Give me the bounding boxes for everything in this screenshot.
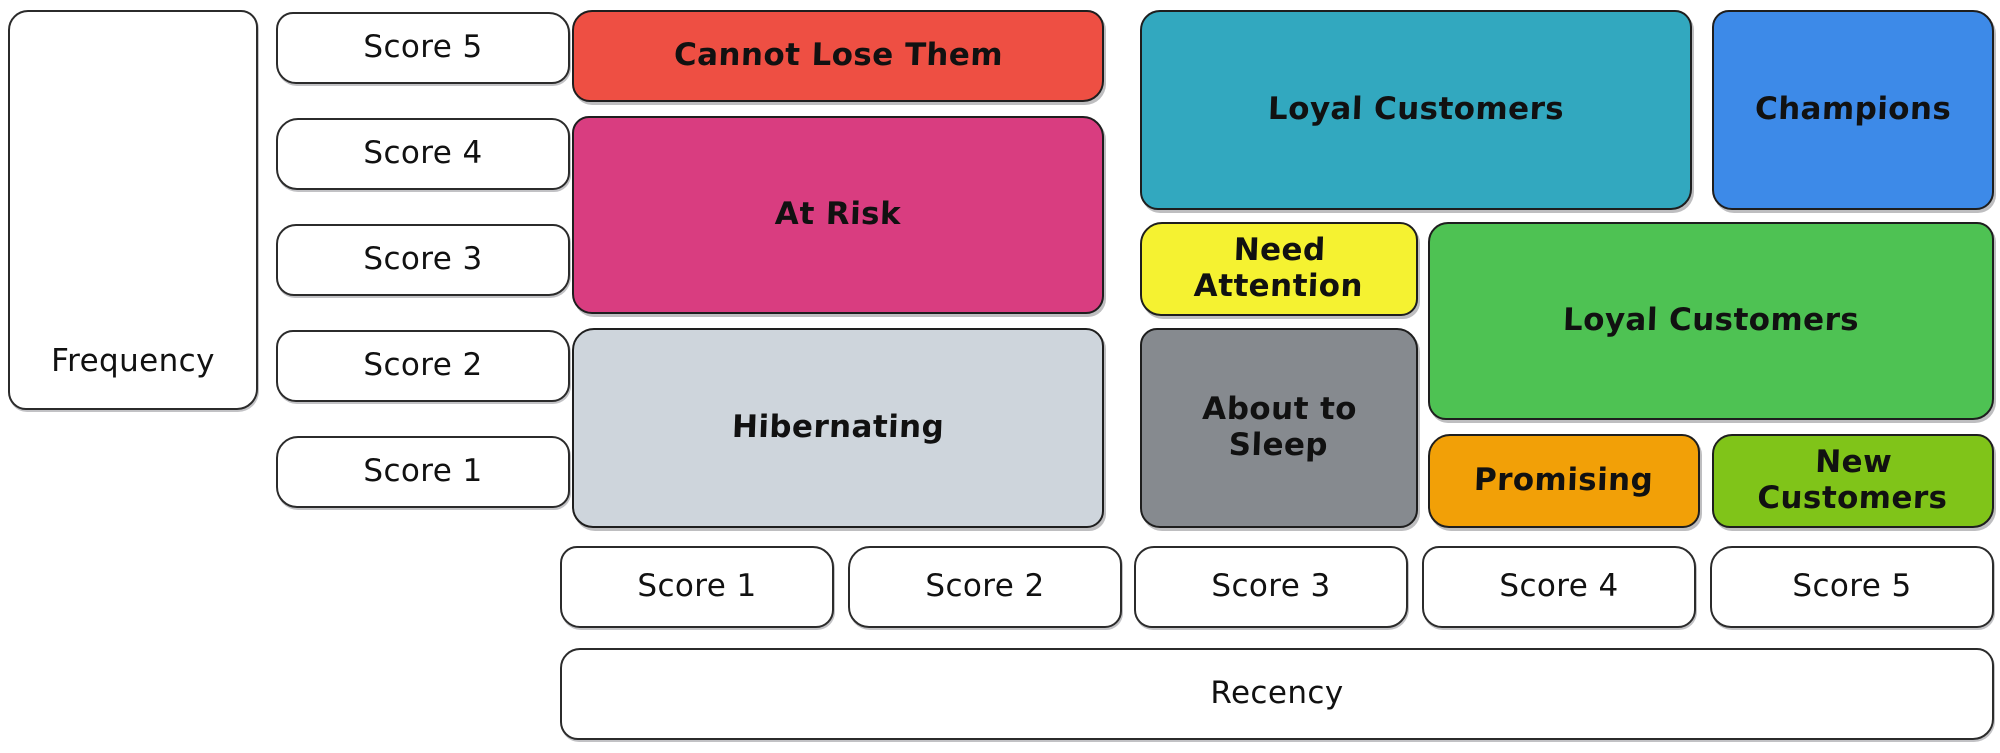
segment-label: At Risk (774, 196, 902, 233)
recency-tick-score-2[interactable]: Score 2 (848, 546, 1122, 628)
frequency-tick-label: Score 5 (363, 29, 483, 66)
segment-loyal-customers-teal[interactable]: Loyal Customers (1140, 10, 1692, 210)
recency-tick-label: Score 3 (1211, 568, 1331, 605)
frequency-tick-score-3[interactable]: Score 3 (276, 224, 570, 296)
frequency-axis-label: Frequency (8, 10, 258, 410)
frequency-tick-label: Score 4 (363, 135, 483, 172)
recency-tick-score-5[interactable]: Score 5 (1710, 546, 1994, 628)
segment-label: Loyal Customers (1562, 302, 1860, 339)
frequency-tick-label: Score 3 (363, 241, 483, 278)
segment-at-risk[interactable]: At Risk (572, 116, 1104, 314)
segment-about-to-sleep[interactable]: About to Sleep (1140, 328, 1418, 528)
segment-label: Cannot Lose Them (672, 37, 1004, 74)
segment-cannot-lose-them[interactable]: Cannot Lose Them (572, 10, 1104, 102)
segment-label: Promising (1473, 462, 1655, 499)
segment-loyal-customers-green[interactable]: Loyal Customers (1428, 222, 1994, 420)
recency-axis-label-text: Recency (1210, 675, 1344, 712)
frequency-tick-label: Score 1 (363, 453, 483, 490)
segment-label: New Customers (1756, 444, 1949, 516)
segment-champions[interactable]: Champions (1712, 10, 1994, 210)
frequency-tick-score-2[interactable]: Score 2 (276, 330, 570, 402)
segment-label: Hibernating (731, 409, 945, 446)
recency-tick-score-1[interactable]: Score 1 (560, 546, 834, 628)
frequency-tick-label: Score 2 (363, 347, 483, 384)
segment-label: Need Attention (1193, 232, 1364, 304)
frequency-tick-score-4[interactable]: Score 4 (276, 118, 570, 190)
segment-label: Champions (1754, 91, 1952, 128)
segment-promising[interactable]: Promising (1428, 434, 1700, 528)
segment-label: About to Sleep (1201, 391, 1358, 463)
recency-tick-label: Score 5 (1792, 568, 1912, 605)
recency-tick-label: Score 2 (925, 568, 1045, 605)
frequency-tick-score-5[interactable]: Score 5 (276, 12, 570, 84)
recency-tick-score-3[interactable]: Score 3 (1134, 546, 1408, 628)
recency-tick-score-4[interactable]: Score 4 (1422, 546, 1696, 628)
segment-hibernating[interactable]: Hibernating (572, 328, 1104, 528)
recency-tick-label: Score 4 (1499, 568, 1619, 605)
segment-need-attention[interactable]: Need Attention (1140, 222, 1418, 316)
frequency-tick-score-1[interactable]: Score 1 (276, 436, 570, 508)
frequency-axis-label-text: Frequency (51, 343, 215, 380)
recency-tick-label: Score 1 (637, 568, 757, 605)
recency-axis-label: Recency (560, 648, 1994, 740)
segment-new-customers[interactable]: New Customers (1712, 434, 1994, 528)
segment-label: Loyal Customers (1267, 91, 1565, 128)
